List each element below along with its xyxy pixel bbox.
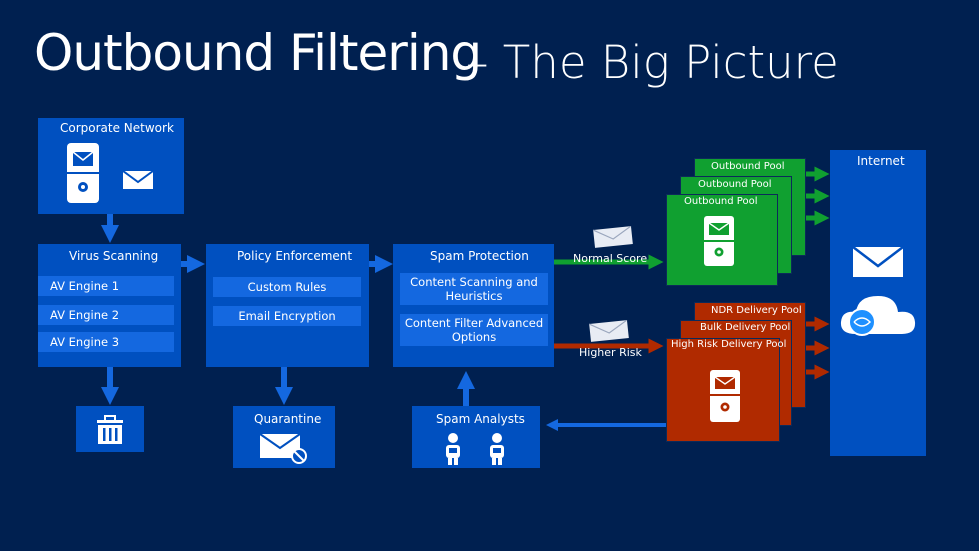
spam-protection-box: Spam Protection Content Scanning and Heu… xyxy=(393,244,554,367)
outbound-pool-label: Outbound Pool xyxy=(684,196,758,207)
content-scanning: Content Scanning and Heuristics xyxy=(400,273,548,305)
delete-box xyxy=(76,406,144,452)
internet-label: Internet xyxy=(857,154,905,168)
mail-server-icon xyxy=(710,370,740,422)
outbound-pool-card xyxy=(666,194,778,286)
trash-icon xyxy=(97,415,123,444)
delivery-pool-card xyxy=(666,338,780,442)
custom-rules: Custom Rules xyxy=(213,277,361,297)
quarantine-label: Quarantine xyxy=(254,412,322,426)
envelope-icon xyxy=(122,170,154,189)
av-engine-2: AV Engine 2 xyxy=(38,305,174,325)
quarantine-box: Quarantine xyxy=(233,406,335,468)
internet-box: Internet xyxy=(830,150,926,456)
virus-scanning-box: Virus Scanning AV Engine 1 AV Engine 2 A… xyxy=(38,244,181,367)
spam-analysts-label: Spam Analysts xyxy=(436,412,525,426)
normal-score-label: Normal Score xyxy=(573,252,648,265)
ndr-pool-label: NDR Delivery Pool xyxy=(711,305,802,316)
policy-enforcement-box: Policy Enforcement Custom Rules Email En… xyxy=(206,244,369,367)
av-engine-3: AV Engine 3 xyxy=(38,332,174,352)
virus-scanning-title: Virus Scanning xyxy=(69,249,159,263)
envelope-icon xyxy=(852,246,904,277)
cloud-icon xyxy=(840,296,916,336)
outbound-pool-label: Outbound Pool xyxy=(711,161,785,172)
mail-server-icon xyxy=(704,216,734,266)
high-risk-pool-label: High Risk Delivery Pool xyxy=(671,339,787,350)
mail-server-icon xyxy=(67,143,99,203)
page-title: Outbound Filtering xyxy=(34,24,482,82)
policy-enforcement-title: Policy Enforcement xyxy=(237,249,353,263)
corporate-network-label: Corporate Network xyxy=(60,121,174,135)
page-subtitle: – The Big Picture xyxy=(466,36,839,89)
outbound-pool-label: Outbound Pool xyxy=(698,179,772,190)
envelope-icon xyxy=(588,320,629,342)
envelope-icon xyxy=(592,226,633,248)
analyst-person-icon xyxy=(446,433,460,465)
bulk-pool-label: Bulk Delivery Pool xyxy=(700,322,791,333)
av-engine-1: AV Engine 1 xyxy=(38,276,174,296)
spam-analysts-box: Spam Analysts xyxy=(412,406,540,468)
higher-risk-label: Higher Risk xyxy=(579,346,642,359)
analyst-person-icon xyxy=(490,433,504,465)
blocked-mail-icon xyxy=(259,433,307,464)
spam-protection-title: Spam Protection xyxy=(430,249,529,263)
email-encryption: Email Encryption xyxy=(213,306,361,326)
content-filter-advanced: Content Filter Advanced Options xyxy=(400,314,548,346)
corporate-network-box: Corporate Network xyxy=(38,118,184,214)
